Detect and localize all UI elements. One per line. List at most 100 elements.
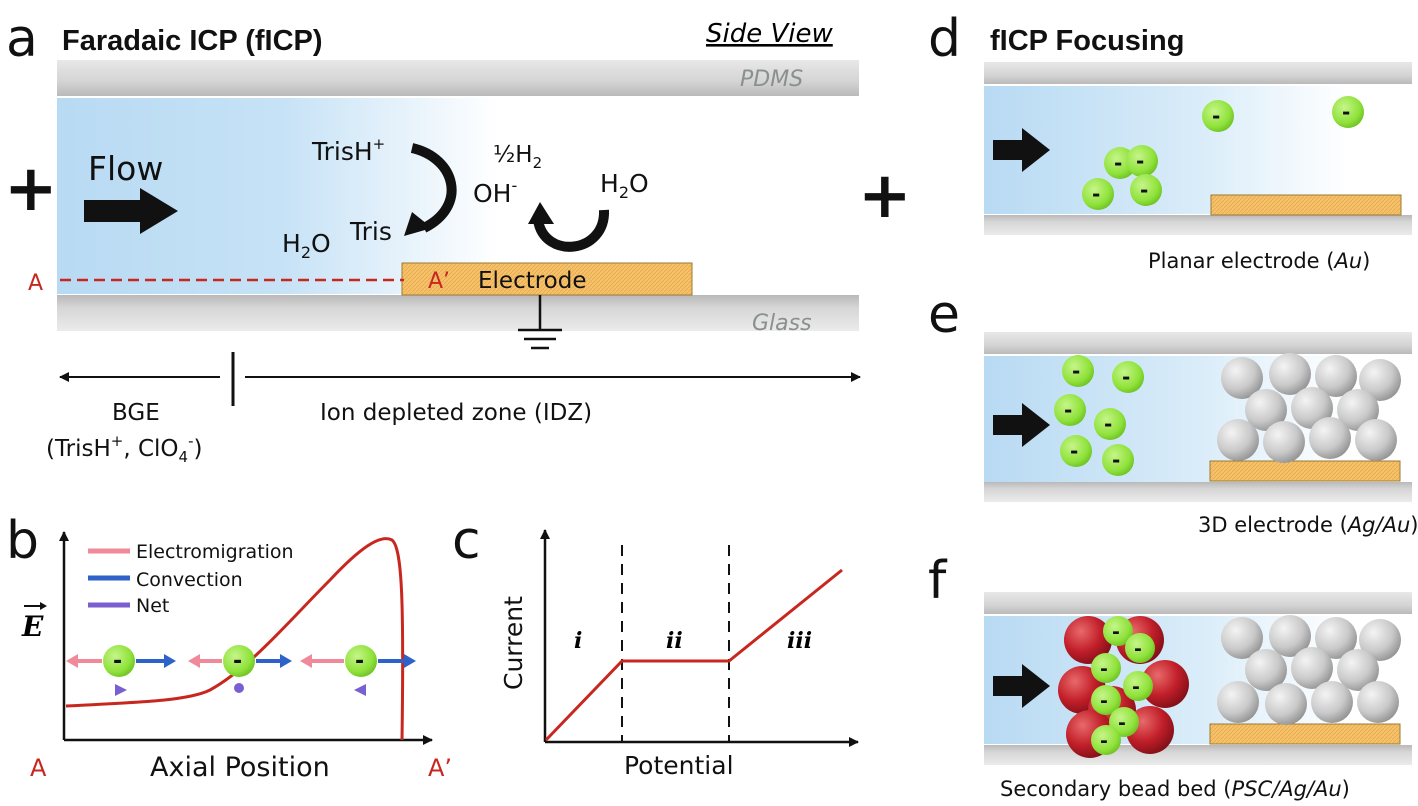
e-electrode: [1209, 460, 1401, 482]
svg-text:-: -: [1070, 439, 1078, 463]
e-flow-arrow-icon: [993, 403, 1050, 447]
channel-flow-gradient: [57, 98, 859, 294]
svg-text:-: -: [1112, 621, 1120, 643]
svg-text:-: -: [1212, 104, 1220, 128]
d-bottom-wall: [984, 215, 1412, 235]
e-ions: - - - - - -: [1054, 355, 1144, 476]
f-ions: - - - - - - -: [1091, 616, 1155, 755]
ion-force-1: -: [66, 645, 176, 696]
curved-arrow-2-head-icon: [528, 202, 554, 224]
anode-plus-left: +: [4, 152, 58, 226]
d-flow-arrow-icon: [993, 128, 1050, 172]
svg-text:-: -: [233, 649, 242, 674]
pdms-label: PDMS: [740, 67, 803, 92]
flow-arrow-icon: [84, 188, 178, 234]
svg-text:-: -: [1064, 398, 1072, 422]
region-i: i: [574, 628, 582, 654]
svg-text:-: -: [1114, 151, 1122, 175]
panel-a-title: Faradaic ICP (fICP): [62, 25, 323, 57]
f-electrode: [1209, 723, 1401, 745]
electrode-label: Electrode: [478, 268, 587, 294]
region-ii: ii: [666, 628, 683, 654]
panel-b: b E Axial Position A A’ Electromigration…: [6, 511, 452, 783]
panel-d: d fICP Focusing - - - - - - Planar elect…: [928, 9, 1412, 273]
panel-c: c Current Potential i ii iii: [452, 511, 859, 780]
f-caption: Secondary bead bed (PSC/Ag/Au): [1000, 777, 1350, 801]
ground-icon: [518, 295, 562, 350]
pdms-wall: [57, 60, 859, 96]
curved-arrow-icon: [410, 143, 457, 233]
c-ylabel: Current: [499, 596, 528, 690]
b-point-a-prime: A’: [428, 754, 452, 782]
curved-arrow-head-icon: [404, 212, 432, 236]
svg-text:-: -: [355, 649, 364, 674]
e-field-curve: [65, 537, 405, 741]
panel-d-title: fICP Focusing: [990, 25, 1184, 57]
panel-letter-e: e: [928, 285, 960, 345]
panel-letter-b: b: [6, 511, 39, 571]
svg-text:-: -: [1134, 638, 1142, 660]
c-xlabel: Potential: [624, 751, 734, 780]
b-xlabel: Axial Position: [150, 752, 330, 783]
panel-letter-f: f: [928, 551, 948, 611]
iv-curve: [544, 568, 843, 742]
e-bottom-wall: [984, 482, 1412, 502]
glass-wall: [57, 295, 859, 331]
svg-text:-: -: [1104, 412, 1112, 436]
side-view-label: Side View: [706, 19, 833, 49]
panel-a: a Faradaic ICP (fICP) Side View PDMS Gla…: [4, 9, 912, 466]
panel-letter-c: c: [452, 511, 481, 571]
svg-text:-: -: [1112, 448, 1120, 472]
panel-letter-d: d: [928, 9, 961, 69]
f-gray-beads: [1217, 615, 1401, 725]
svg-text:-: -: [1118, 712, 1126, 734]
e-top-wall: [984, 332, 1412, 354]
electrode-pad: [401, 262, 693, 296]
panel-f: f - -: [928, 551, 1412, 801]
svg-text:-: -: [1092, 182, 1100, 206]
glass-label: Glass: [752, 311, 812, 336]
svg-text:-: -: [1136, 149, 1144, 173]
panel-e: e - - - - - - 3D electrode (Ag/: [928, 285, 1418, 537]
ion-force-2: -: [188, 645, 292, 693]
bge-label: BGE: [112, 400, 160, 426]
svg-text:-: -: [1132, 676, 1140, 698]
d-electrode: [1210, 194, 1402, 216]
d-top-wall: [984, 62, 1412, 84]
vector-arrow-head-icon: [40, 602, 47, 610]
half-h2-label: ½H2: [493, 142, 542, 172]
svg-text:-: -: [1342, 100, 1350, 124]
idz-label: Ion depleted zone (IDZ): [320, 400, 592, 426]
h2o-left-label: H2O: [282, 229, 331, 262]
bge-composition: (TrisH+, ClO4-): [46, 432, 203, 466]
b-ylabel: E: [21, 610, 44, 643]
svg-text:-: -: [113, 649, 122, 674]
oh-label: OH-: [473, 176, 517, 208]
legend-net: Net: [136, 595, 169, 617]
trish-label: TrisH+: [311, 135, 385, 166]
f-top-wall: [984, 592, 1412, 614]
svg-text:-: -: [1100, 690, 1108, 712]
region-iii: iii: [787, 628, 812, 654]
d-caption: Planar electrode (Au): [1148, 249, 1370, 273]
flow-label: Flow: [88, 149, 163, 188]
svg-text:-: -: [1100, 658, 1108, 680]
e-gray-beads: [1217, 353, 1401, 463]
point-a-prime: A’: [428, 269, 450, 294]
b-point-a: A: [30, 754, 47, 782]
h2o-right-label: H2O: [600, 169, 649, 202]
f-flow-arrow-icon: [993, 664, 1050, 708]
e-caption: 3D electrode (Ag/Au): [1198, 513, 1418, 537]
point-a: A: [28, 271, 43, 296]
svg-text:-: -: [1072, 359, 1080, 383]
tris-label: Tris: [349, 217, 392, 246]
legend-convection: Convection: [136, 569, 243, 591]
f-bottom-wall: [984, 745, 1412, 765]
panel-letter-a: a: [6, 9, 38, 69]
d-ions: - - - - - -: [1082, 96, 1364, 210]
anode-plus-right: +: [858, 159, 912, 233]
svg-text:-: -: [1100, 730, 1108, 752]
curved-arrow-2-icon: [533, 209, 610, 252]
legend-electromigration: Electromigration: [136, 541, 294, 563]
